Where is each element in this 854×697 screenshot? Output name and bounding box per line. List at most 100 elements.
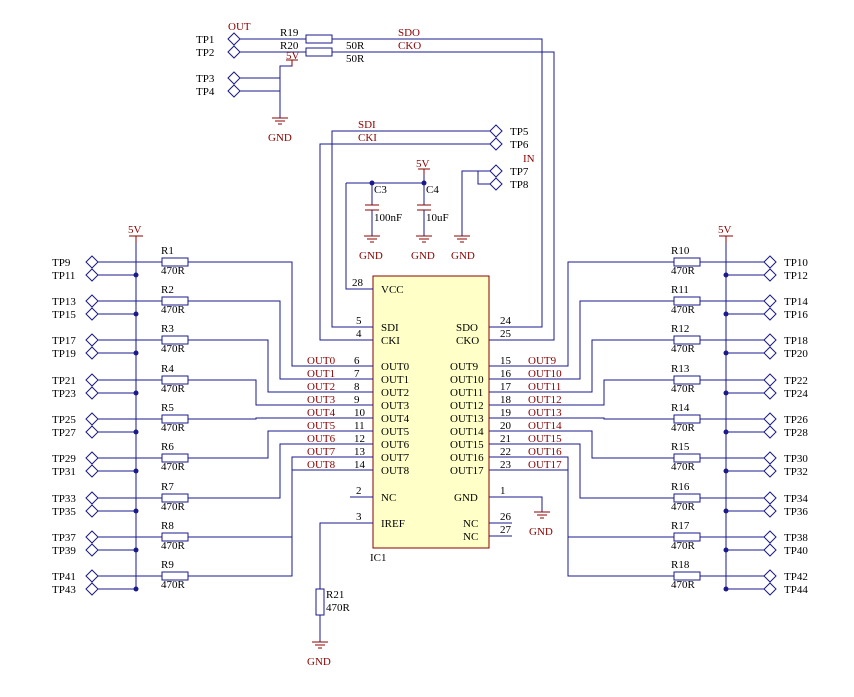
ref-right-res-8: R18 [671, 559, 690, 571]
pin-num-right-0: 15 [500, 355, 512, 367]
value-r19: 50R [346, 40, 365, 52]
testpoint-tp6 [489, 137, 503, 151]
pin-name-right-4: OUT13 [450, 413, 484, 425]
pin-name-right-8: OUT17 [450, 465, 484, 477]
ref-left-res-6: R7 [161, 481, 174, 493]
testpoint-label-right-7-b: TP40 [784, 545, 808, 557]
testpoint-left-7-b [85, 543, 99, 557]
net-label-right-6: OUT15 [528, 433, 562, 445]
net-label-right-1: OUT10 [528, 368, 562, 380]
testpoint-label-right-8-b: TP44 [784, 584, 808, 596]
left-output-section: 5V TP9TP11R1470RTP13TP15R2470RTP17TP19R3… [52, 224, 373, 596]
pin-num-gnd: 1 [500, 485, 506, 497]
ref-r20: R20 [280, 40, 299, 52]
pin-name-left-3: OUT3 [381, 400, 410, 412]
top-io-section: OUT TP1 TP2 TP3 TP4 R19 R20 50R 50R SDO … [196, 21, 555, 341]
testpoint-right-0-b [763, 268, 777, 282]
value-c3: 100nF [374, 212, 402, 224]
pin-name-right-1: OUT10 [450, 374, 484, 386]
testpoint-right-6-b [763, 504, 777, 518]
testpoint-label-right-4-b: TP28 [784, 427, 808, 439]
pin-num-left-3: 9 [354, 394, 360, 406]
net-label-left-6: OUT6 [307, 433, 336, 445]
ref-right-res-6: R16 [671, 481, 690, 493]
pin-num-left-7: 13 [354, 446, 366, 458]
pin-name-left-7: OUT7 [381, 452, 410, 464]
testpoint-label-tp5: TP5 [510, 126, 529, 138]
value-right-res-4: 470R [671, 422, 696, 434]
testpoint-right-6-a [763, 491, 777, 505]
testpoint-label-right-3-a: TP22 [784, 375, 808, 387]
testpoint-label-left-5-a: TP29 [52, 453, 76, 465]
ref-r21: R21 [326, 589, 344, 601]
power-label-gnd-chip: GND [529, 526, 553, 538]
value-right-res-0: 470R [671, 265, 696, 277]
testpoint-tp4 [227, 84, 241, 98]
ref-right-res-0: R10 [671, 245, 690, 257]
testpoint-left-5-a [85, 451, 99, 465]
net-label-out: OUT [228, 21, 251, 33]
testpoint-label-left-7-b: TP39 [52, 545, 76, 557]
value-right-res-3: 470R [671, 383, 696, 395]
testpoint-right-3-a [763, 373, 777, 387]
pin-num-right-8: 23 [500, 459, 512, 471]
testpoint-label-tp8: TP8 [510, 179, 529, 191]
pin-name-iref: IREF [381, 518, 405, 530]
pin-num-right-2: 17 [500, 381, 512, 393]
testpoint-right-7-b [763, 543, 777, 557]
pin-num-right-1: 16 [500, 368, 512, 380]
testpoint-label-left-1-a: TP13 [52, 296, 76, 308]
value-left-res-3: 470R [161, 383, 186, 395]
testpoint-right-4-a [763, 412, 777, 426]
net-label-right-2: OUT11 [528, 381, 561, 393]
resistor-r19 [305, 34, 333, 44]
testpoint-left-7-a [85, 530, 99, 544]
testpoint-tp3 [227, 71, 241, 85]
value-right-res-6: 470R [671, 501, 696, 513]
testpoint-right-4-b [763, 425, 777, 439]
pin-name-right-7: OUT16 [450, 452, 484, 464]
pin-name-cko: CKO [456, 335, 479, 347]
net-label-right-4: OUT13 [528, 407, 562, 419]
pin-num-nc2: 2 [356, 485, 362, 497]
testpoint-right-8-a [763, 569, 777, 583]
net-label-left-1: OUT1 [307, 368, 335, 380]
testpoint-left-6-a [85, 491, 99, 505]
testpoint-left-0-b [85, 268, 99, 282]
value-left-res-5: 470R [161, 461, 186, 473]
pin-name-left-6: OUT6 [381, 439, 410, 451]
testpoint-label-right-0-b: TP12 [784, 270, 808, 282]
testpoint-right-7-a [763, 530, 777, 544]
testpoint-label-right-1-a: TP14 [784, 296, 808, 308]
testpoint-label-left-8-b: TP43 [52, 584, 76, 596]
pin-num-right-3: 18 [500, 394, 512, 406]
testpoint-right-1-a [763, 294, 777, 308]
testpoint-tp5 [489, 124, 503, 138]
pin-num-left-4: 10 [354, 407, 366, 419]
ref-ic1: IC1 [370, 552, 387, 564]
testpoint-label-tp6: TP6 [510, 139, 529, 151]
power-label-gnd-iref: GND [307, 656, 331, 668]
testpoint-left-3-a [85, 373, 99, 387]
testpoint-label-right-5-b: TP32 [784, 466, 808, 478]
testpoint-right-3-b [763, 386, 777, 400]
pin-num-sdi: 5 [356, 315, 362, 327]
power-label-5v-right: 5V [718, 224, 732, 236]
value-c4: 10uF [426, 212, 449, 224]
pin-num-left-8: 14 [354, 459, 366, 471]
pin-num-right-4: 19 [500, 407, 512, 419]
pin-num-sdo: 24 [500, 315, 512, 327]
pin-name-right-3: OUT12 [450, 400, 484, 412]
pin-name-right-0: OUT9 [450, 361, 479, 373]
value-left-res-2: 470R [161, 343, 186, 355]
pin-num-right-7: 22 [500, 446, 511, 458]
testpoint-label-left-6-b: TP35 [52, 506, 76, 518]
left-channel-rows: TP9TP11R1470RTP13TP15R2470RTP17TP19R3470… [52, 245, 373, 596]
value-right-res-8: 470R [671, 579, 696, 591]
net-label-left-5: OUT5 [307, 420, 336, 432]
pin-name-vcc: VCC [381, 284, 404, 296]
net-label-right-3: OUT12 [528, 394, 562, 406]
ref-left-res-4: R5 [161, 402, 174, 414]
testpoint-label-left-4-a: TP25 [52, 414, 76, 426]
pin-name-gnd: GND [454, 492, 478, 504]
